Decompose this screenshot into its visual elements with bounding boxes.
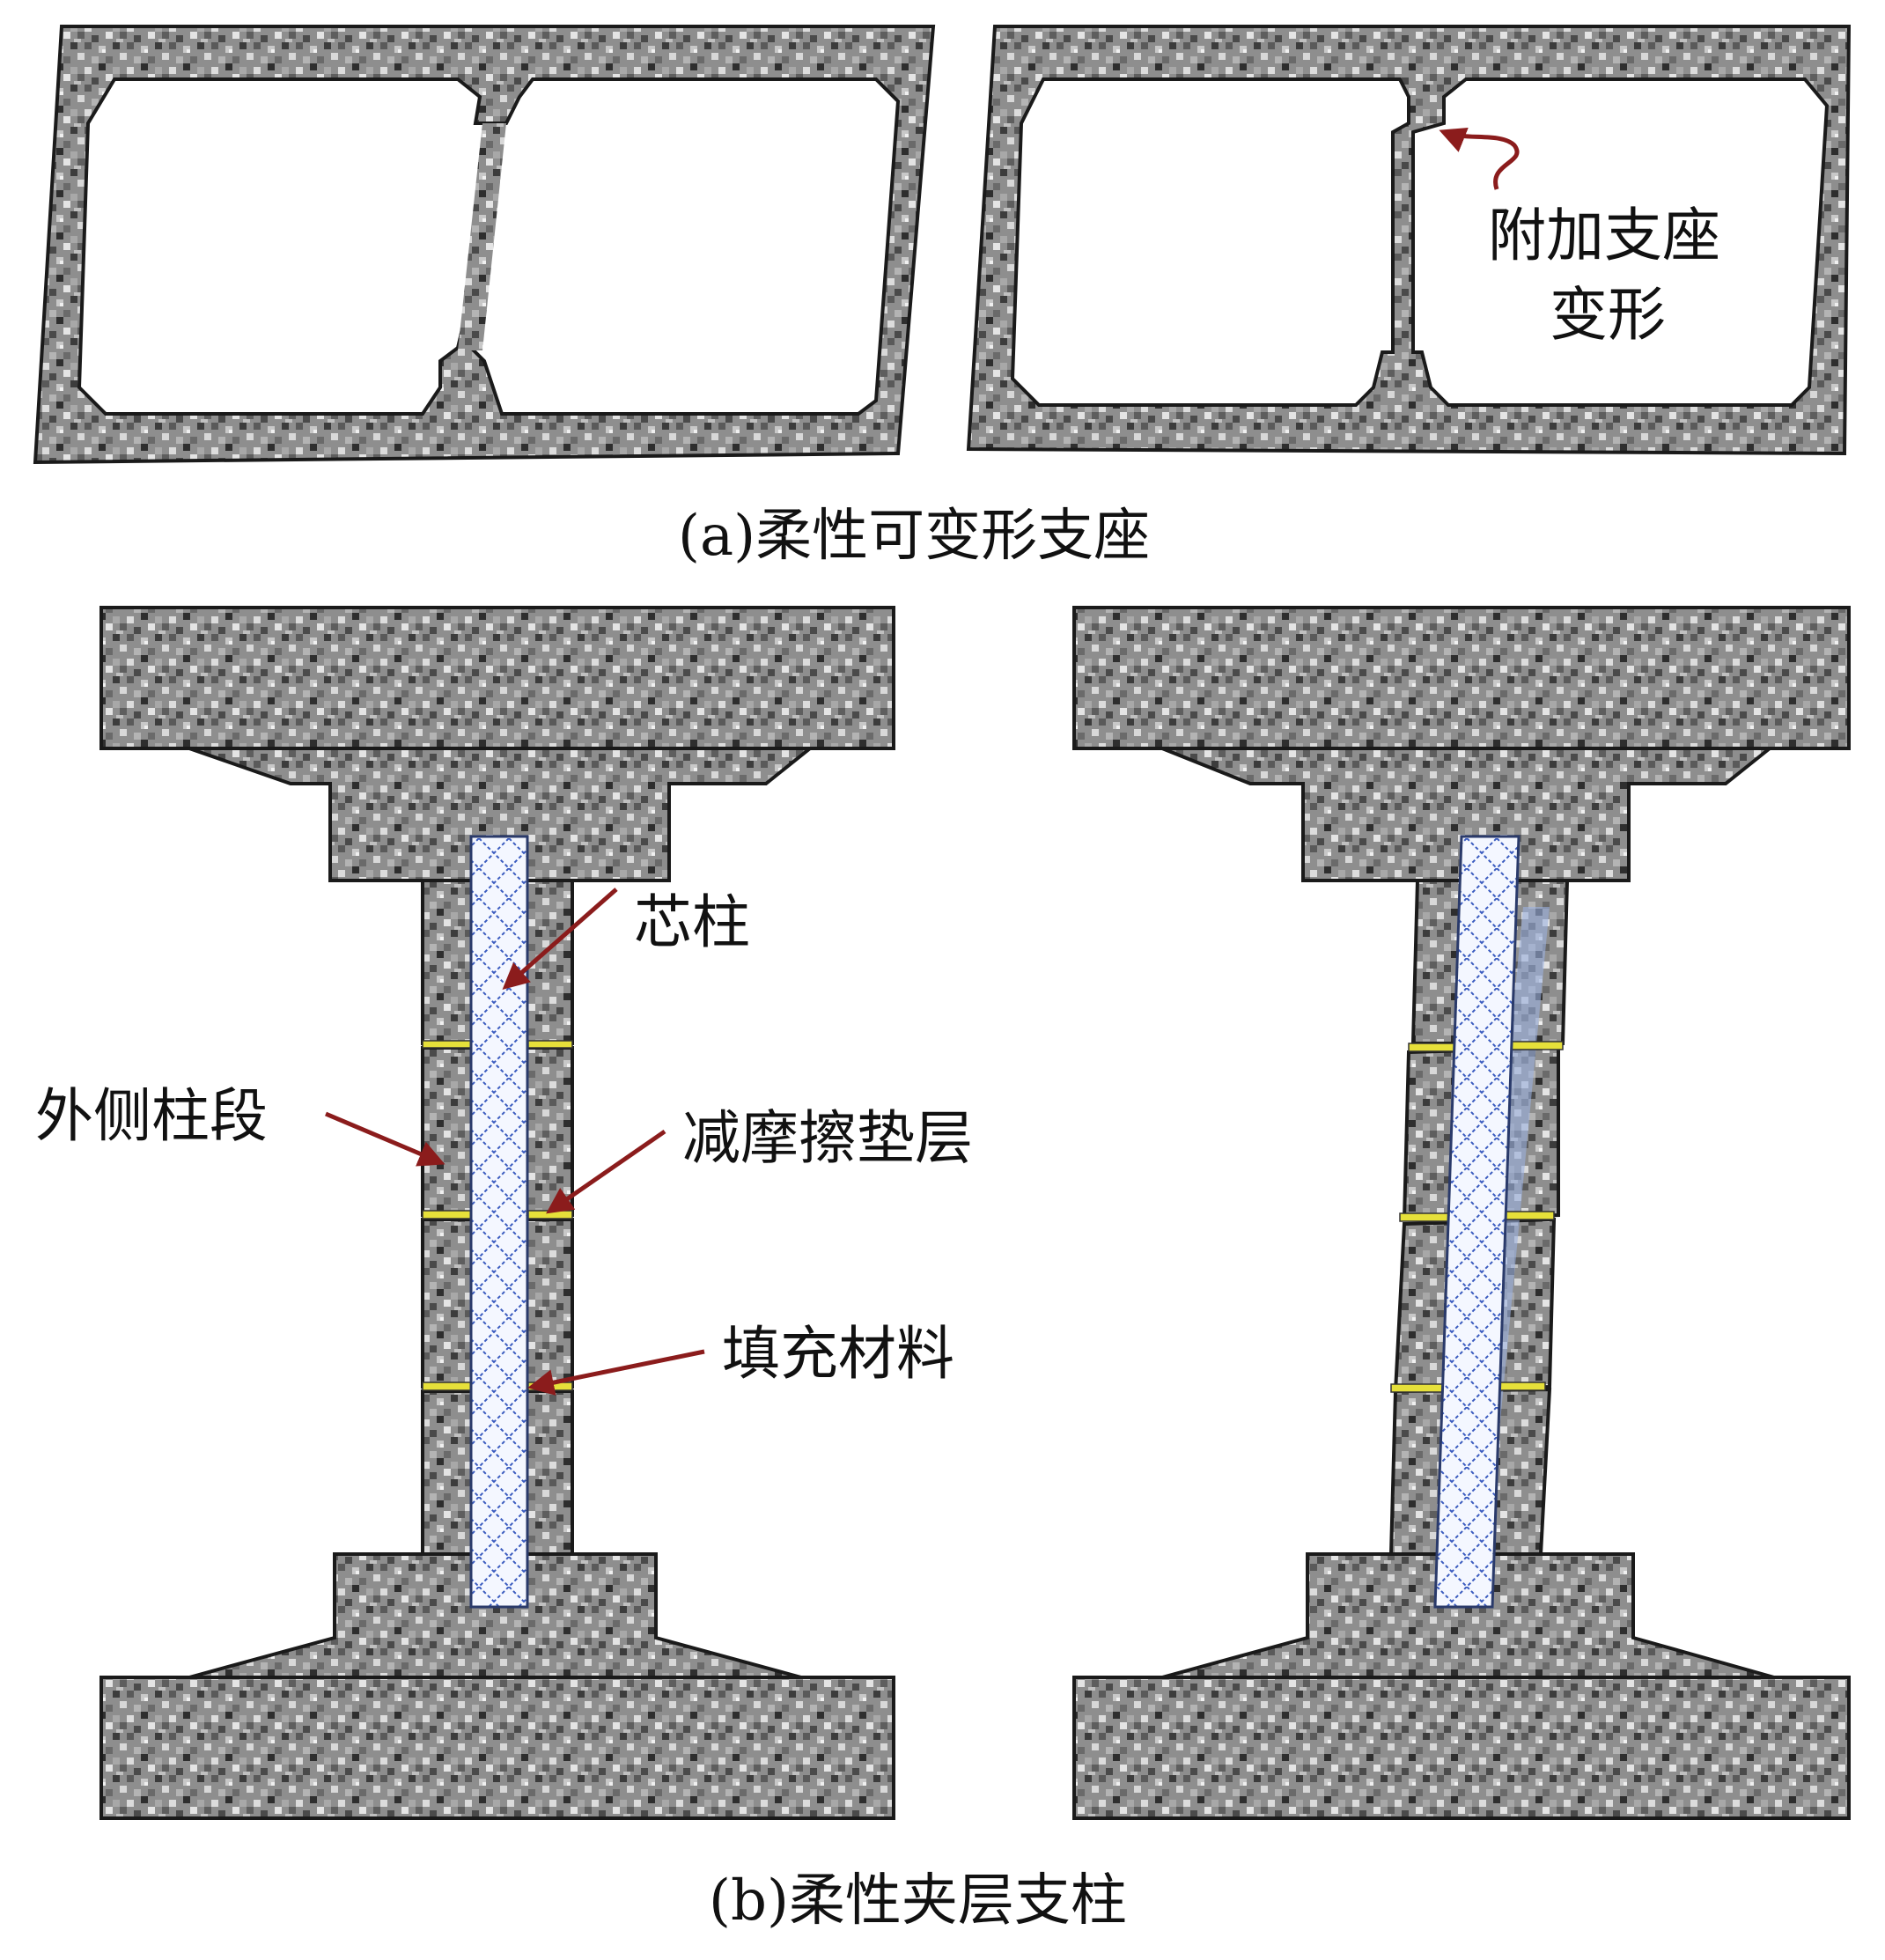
panel-b-left-column — [99, 606, 895, 1820]
label-additional-bearing-line2: 变形 — [1550, 281, 1666, 349]
annotation-additional-bearing: 附加支座 变形 — [1439, 127, 1720, 349]
label-friction-pad: 减摩擦垫层 — [682, 1104, 973, 1172]
annotations-panel-b: 芯柱 外侧柱段 减摩擦垫层 填充材料 — [35, 888, 973, 1396]
caption-panel-b: (b)柔性夹层支柱 — [709, 1868, 1127, 1934]
label-core-column: 芯柱 — [634, 888, 750, 956]
label-filler-material: 填充材料 — [722, 1320, 954, 1388]
panel-a-left-box-girder — [33, 25, 936, 465]
panel-a-right-box-girder — [966, 25, 1852, 456]
panel-b-right-column — [1072, 606, 1851, 1820]
label-additional-bearing-line1: 附加支座 — [1488, 202, 1720, 269]
label-outer-segment: 外侧柱段 — [35, 1082, 268, 1150]
caption-panel-a: (a)柔性可变形支座 — [678, 504, 1150, 569]
